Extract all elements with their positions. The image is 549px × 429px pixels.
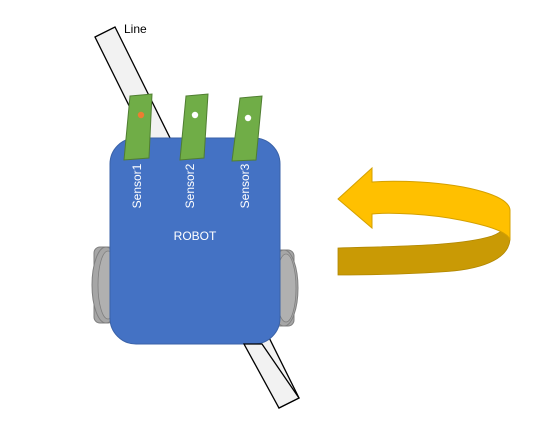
sensor-3-probe <box>231 95 263 162</box>
line-strip-lower <box>242 343 300 409</box>
line-label: Line <box>124 22 147 36</box>
sensor-1-indicator <box>137 111 145 119</box>
curved-arrow-rotate-icon <box>337 166 511 276</box>
sensor-1-label: Sensor1 <box>130 163 144 208</box>
sensor-2-label: Sensor2 <box>183 163 197 208</box>
sensor-1-probe <box>123 93 153 161</box>
sensor-3-indicator <box>244 114 252 122</box>
rotation-arrow-front-band <box>337 166 511 241</box>
sensor-3-label: Sensor3 <box>238 163 252 208</box>
sensor-2-probe <box>179 93 209 161</box>
sensor-3: Sensor3 <box>231 95 263 208</box>
right-wheel <box>269 249 299 327</box>
sensor-2: Sensor2 <box>179 93 209 208</box>
sensor-2-indicator <box>191 111 199 119</box>
sensor-1: Sensor1 <box>123 93 153 208</box>
robot-label: ROBOT <box>174 229 217 243</box>
